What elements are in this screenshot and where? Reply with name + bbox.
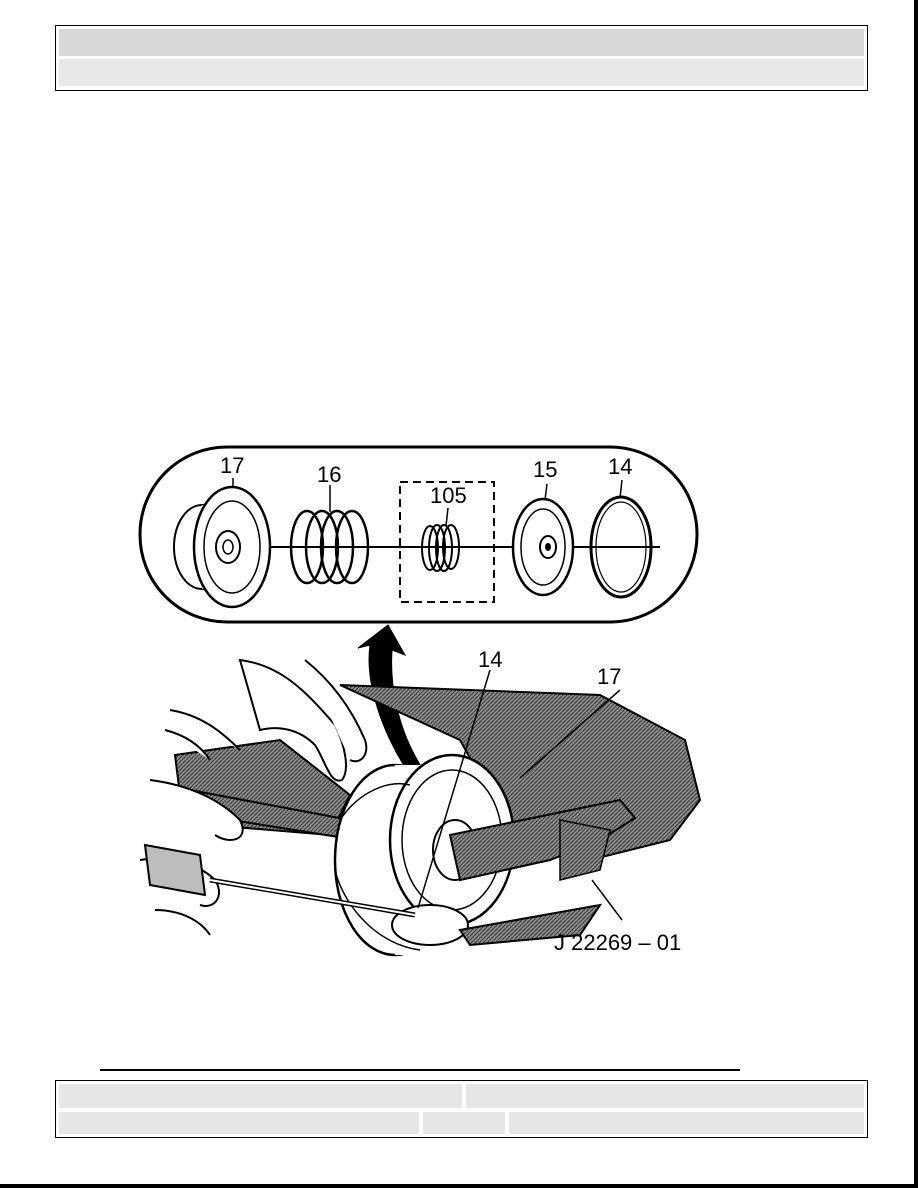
document-footer [55,1080,868,1138]
document-header [55,25,868,91]
header-title [59,35,65,49]
spring-16 [289,509,370,585]
callout-17-top: 17 [220,453,244,478]
header-title-bar [59,29,864,56]
callout-17-bottom: 17 [597,664,621,689]
footer-cell-4 [423,1112,505,1134]
callout-16: 16 [317,462,341,487]
callout-105: 105 [430,483,467,508]
callout-14-top: 14 [608,454,632,479]
footer-cell-2 [466,1084,864,1108]
bottom-leader-lines [417,669,623,921]
footer-cell-3 [59,1112,419,1134]
footer-divider-rule [100,1069,740,1071]
servo-compressor-tool [448,798,637,947]
illustration-svg: 17 16 105 15 14 [138,445,702,957]
callout-14-bottom: 14 [478,647,502,672]
spring-105-detail [399,481,495,603]
piston-15 [511,497,575,597]
snap-ring-14 [589,495,653,599]
top-leader-lines [232,478,623,527]
header-subtitle-bar [59,59,864,86]
footer-cell-1 [59,1084,462,1108]
technician-hands [139,658,368,936]
piston-17 [173,485,272,609]
footer-cell-5 [509,1112,864,1134]
screwdriver [209,877,416,918]
header-subtitle [59,65,65,79]
callout-15: 15 [533,457,557,482]
servo-removal-illustration: 17 16 105 15 14 [130,440,710,990]
callout-tool-number: J 22269 – 01 [554,930,681,955]
